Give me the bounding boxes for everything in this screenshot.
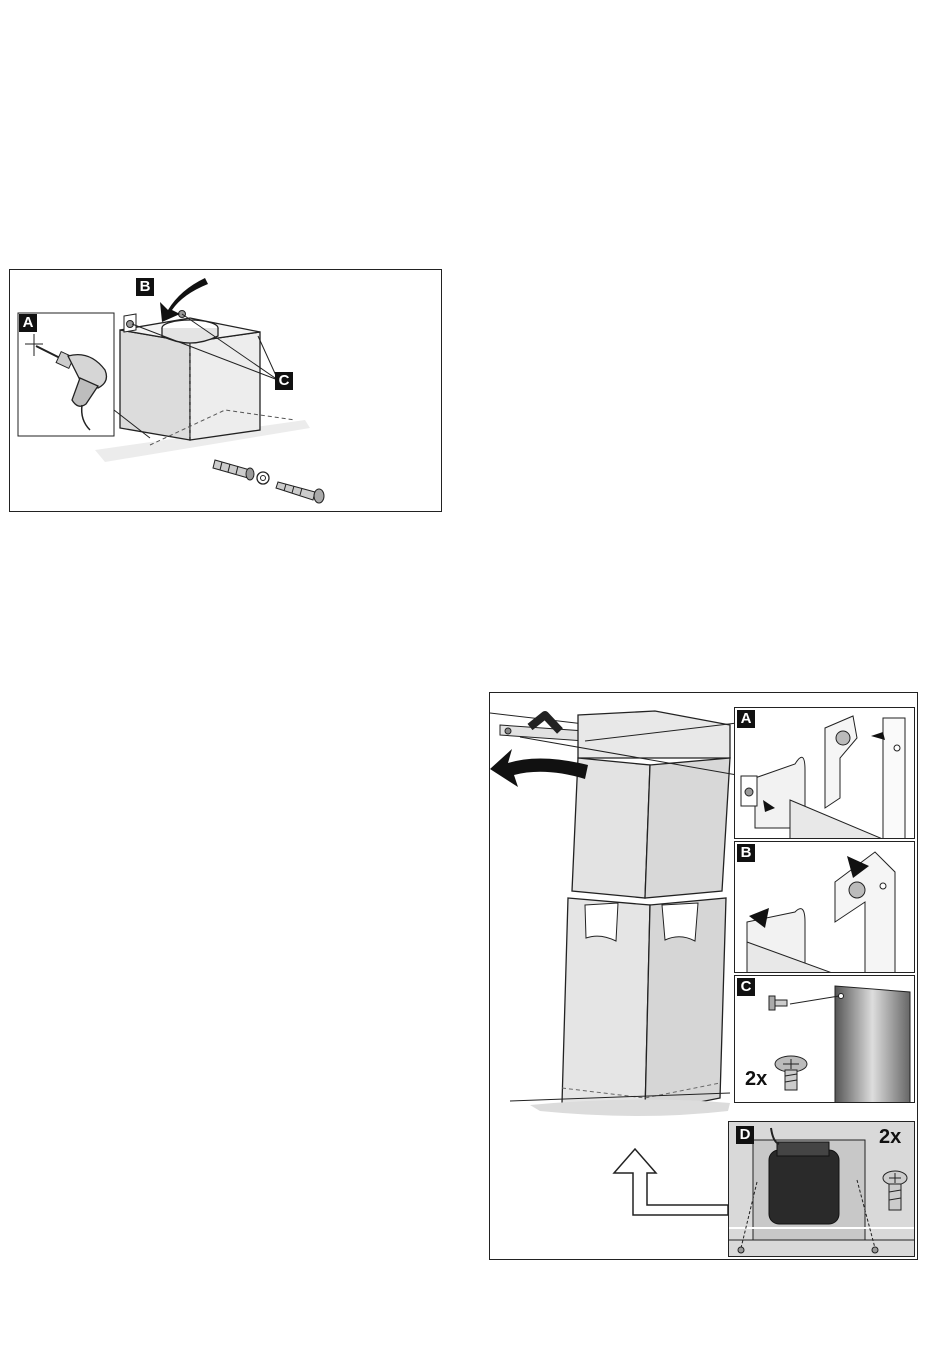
label-b: B (136, 278, 154, 296)
rotate-arrow-icon (490, 749, 588, 787)
detail-c-panel: 2x (734, 975, 915, 1103)
detail-a-lower-face (790, 800, 885, 839)
label-a: A (19, 314, 37, 332)
detail-c-small-screw-icon (769, 996, 787, 1010)
detail-b-panel (734, 841, 915, 973)
detail-c-quantity: 2x (745, 1068, 767, 1091)
detail-d-screw-left-icon (738, 1247, 744, 1253)
bracket-hole (505, 728, 511, 734)
detail-d-panel: 2x (728, 1121, 915, 1257)
tape-tab-right (662, 903, 698, 941)
label-a: A (737, 710, 755, 728)
detail-b-bolt (849, 882, 865, 898)
screw-icon (276, 482, 324, 503)
up-arrow-icon (614, 1149, 728, 1215)
figure-1-duct-mounting: B A C (9, 269, 442, 512)
detail-a-panel (734, 707, 915, 839)
figure-1-drawing (10, 270, 443, 513)
detail-a-bolt-left (745, 788, 753, 796)
detail-d-screw-right-icon (872, 1247, 878, 1253)
detail-d-quantity: 2x (879, 1126, 901, 1149)
detail-a-rail (883, 718, 905, 839)
detail-a-bolt-right (836, 731, 850, 745)
label-c: C (275, 372, 293, 390)
housing-left-face (120, 330, 190, 440)
label-c: C (737, 978, 755, 996)
detail-b-hole (880, 883, 886, 889)
detail-c-large-screw-icon (775, 1056, 807, 1090)
upper-chimney-left (572, 758, 650, 898)
detail-b-drawing (735, 842, 915, 973)
detail-a-drawing (735, 708, 915, 839)
tape-tab-left (585, 903, 618, 941)
upper-chimney-right (645, 758, 730, 898)
detail-a-bracket (825, 716, 857, 808)
detail-a-rail-hole (894, 745, 900, 751)
label-b: B (737, 844, 755, 862)
top-bracket (500, 725, 585, 741)
label-d: D (736, 1126, 754, 1144)
detail-c-pointer (790, 996, 839, 1004)
detail-c-panel-face (835, 986, 910, 1103)
detail-b-bracket (835, 852, 895, 973)
hood-shadow (530, 1099, 730, 1116)
wall-plug-icon (213, 460, 254, 480)
washer-icon (257, 472, 269, 484)
detail-d-motor (769, 1150, 839, 1224)
figure-2-chimney-assembly: 2x (489, 692, 918, 1260)
detail-d-motor-top (777, 1142, 829, 1156)
housing-front-face (190, 332, 260, 440)
detail-c-hole (839, 994, 844, 999)
detail-a-arrow-right-icon (871, 732, 885, 740)
